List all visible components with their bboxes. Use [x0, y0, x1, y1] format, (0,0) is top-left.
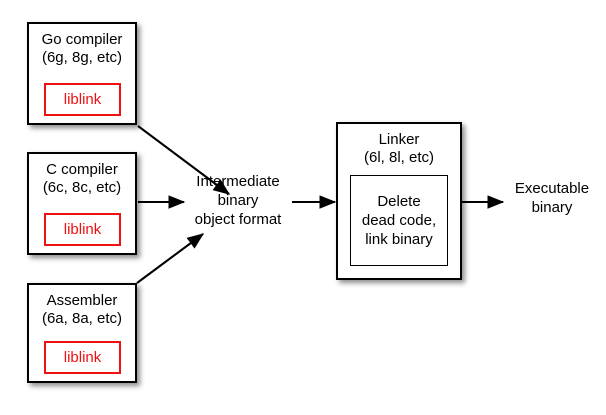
node-c-compiler-liblink-label: liblink [63, 221, 102, 238]
label-intermediate-format: Intermediate binary object format [194, 173, 282, 228]
node-assembler[interactable]: Assembler (6a, 8a, etc) liblink [27, 283, 137, 383]
node-go-compiler-liblink-label: liblink [63, 91, 102, 108]
node-go-compiler-liblink-box[interactable]: liblink [44, 83, 121, 116]
node-go-compiler-title: Go compiler (6g, 8g, etc) [41, 31, 123, 66]
node-c-compiler-title: C compiler (6c, 8c, etc) [42, 161, 122, 196]
node-linker-action-box[interactable]: Delete dead code, link binary [350, 175, 448, 266]
node-linker-action-label: Delete dead code, link binary [361, 193, 437, 248]
node-c-compiler-liblink-box[interactable]: liblink [44, 213, 121, 246]
node-go-compiler[interactable]: Go compiler (6g, 8g, etc) liblink [27, 22, 137, 125]
node-linker-title: Linker (6l, 8l, etc) [363, 131, 435, 166]
node-linker[interactable]: Linker (6l, 8l, etc) Delete dead code, l… [336, 122, 462, 280]
node-assembler-liblink-label: liblink [63, 349, 102, 366]
node-assembler-liblink-box[interactable]: liblink [44, 341, 121, 374]
arrow-assembler-to-intermediate [136, 233, 205, 284]
node-c-compiler[interactable]: C compiler (6c, 8c, etc) liblink [27, 152, 137, 255]
label-executable-binary: Executable binary [514, 180, 590, 216]
node-assembler-title: Assembler (6a, 8a, etc) [41, 292, 123, 327]
